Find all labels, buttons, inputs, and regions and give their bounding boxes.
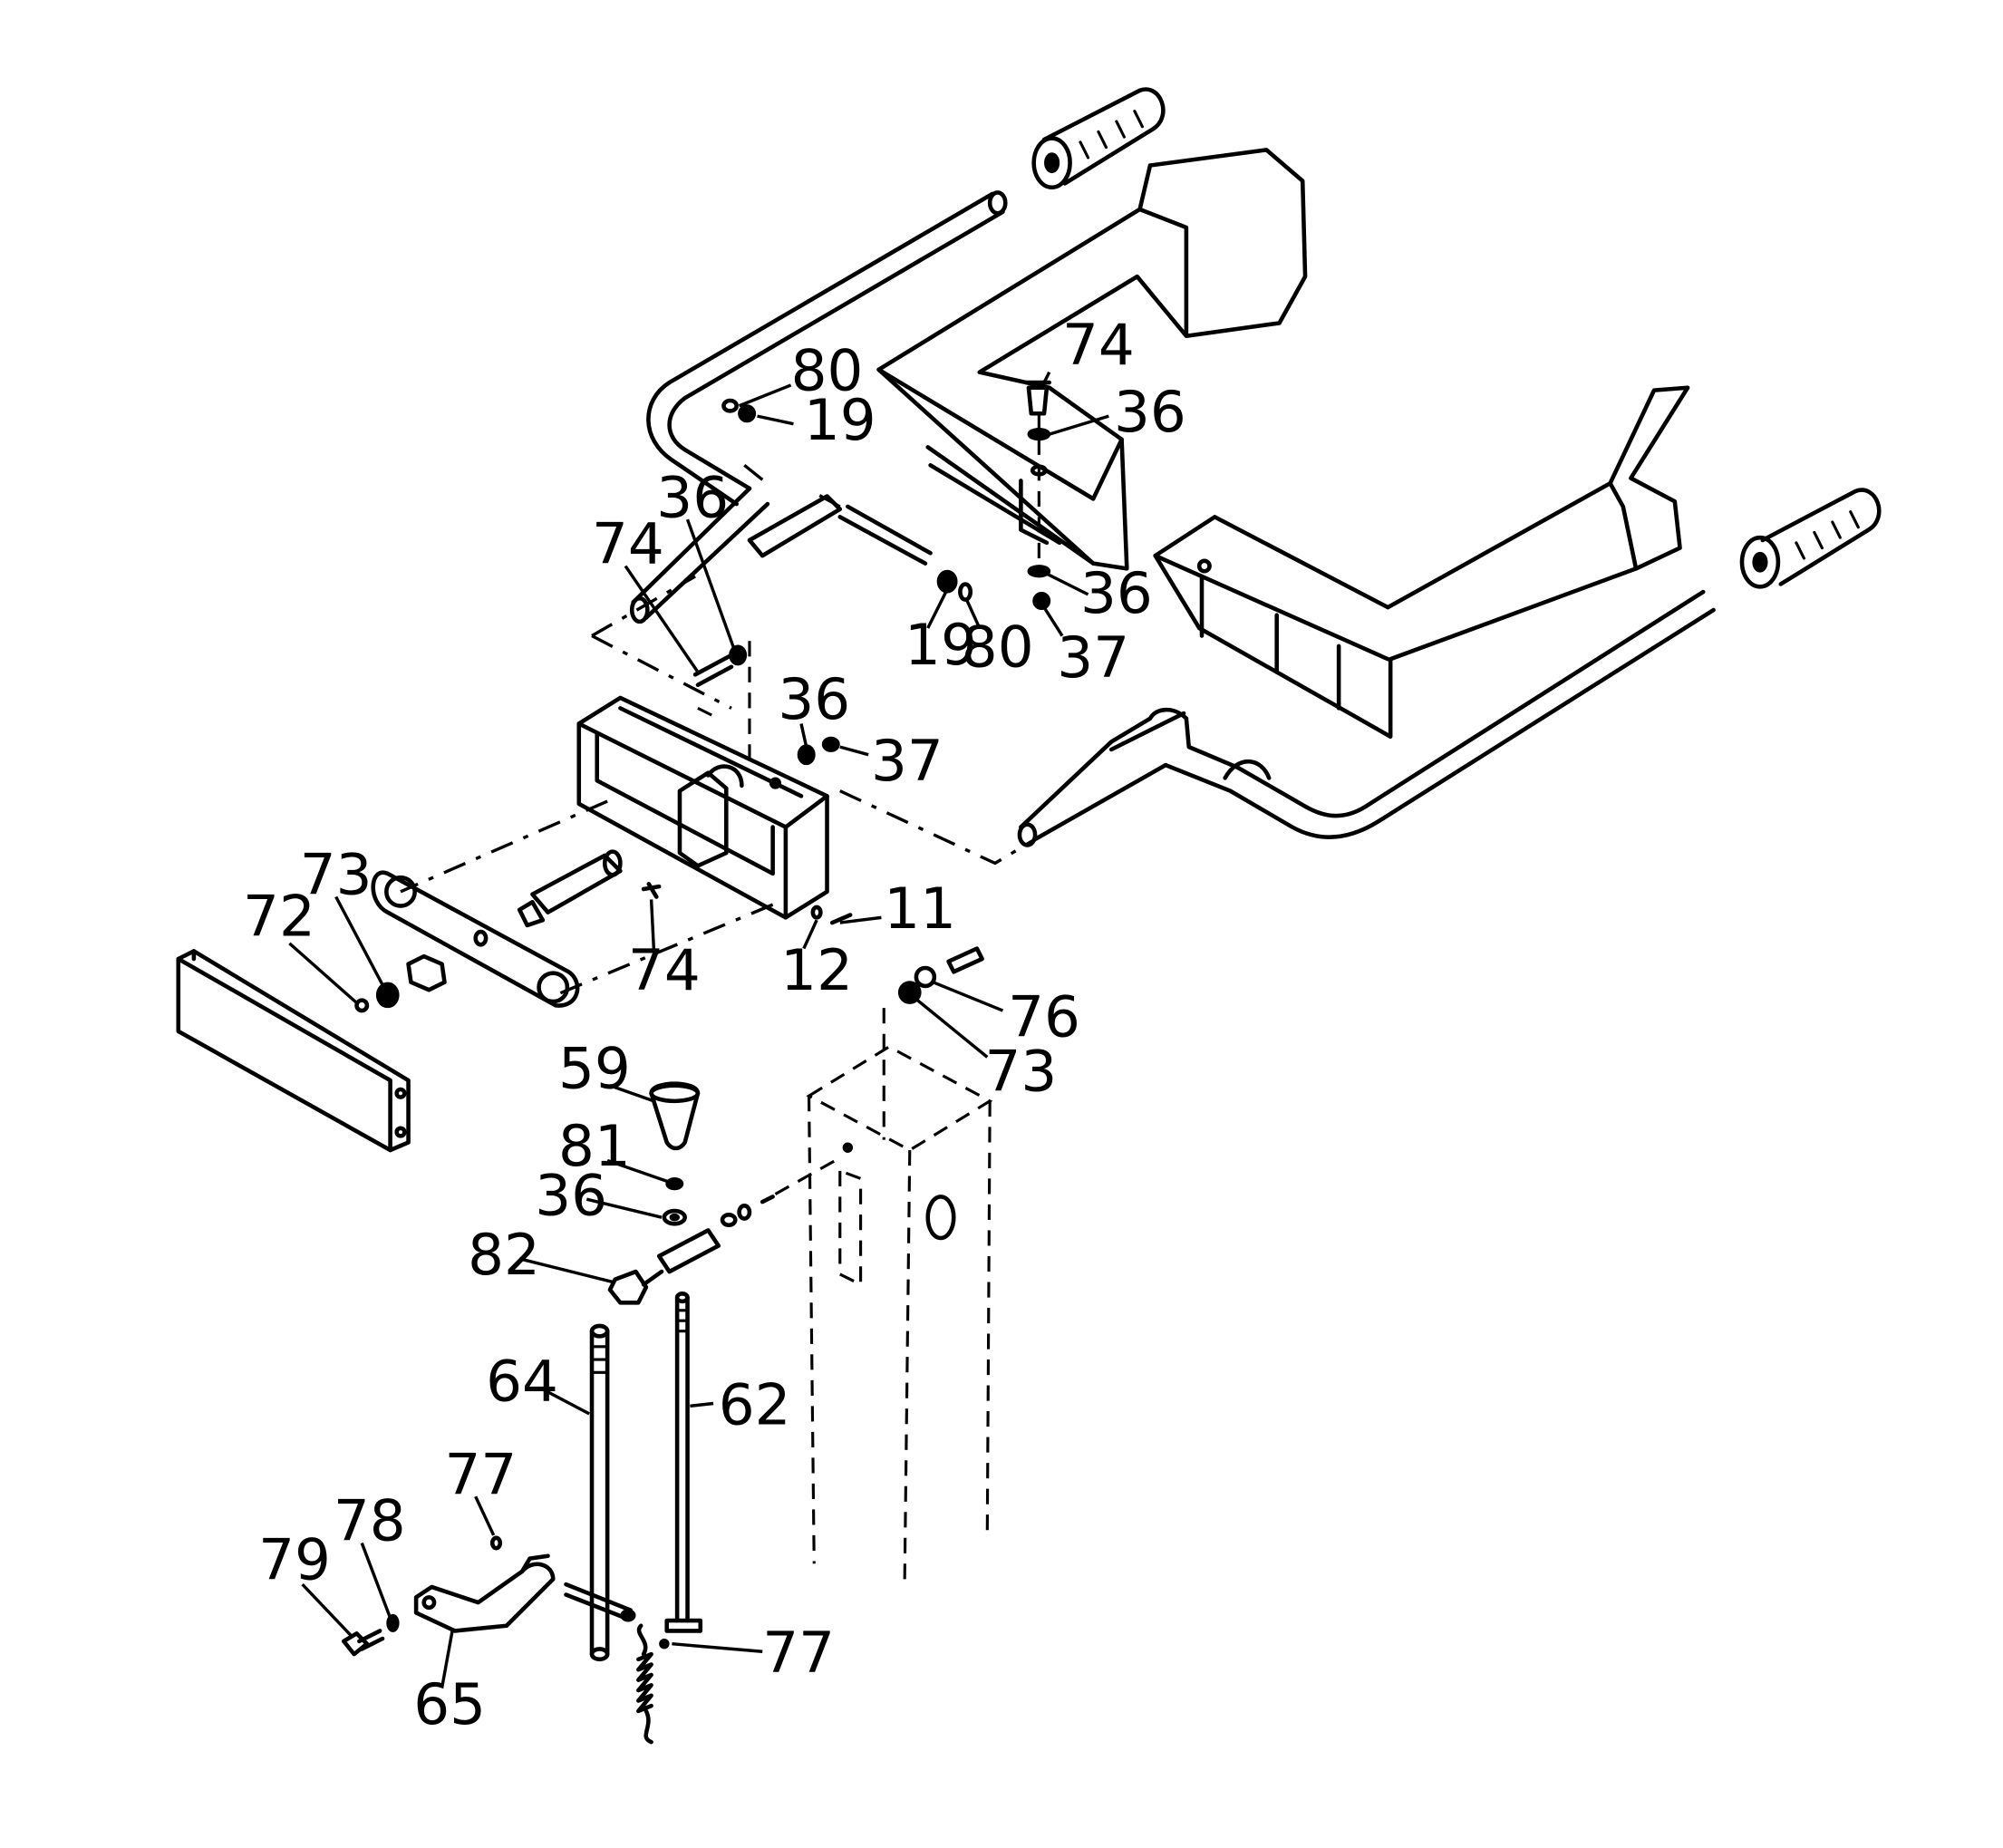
callout-82: 82 xyxy=(468,1222,540,1288)
callout-37-box: 37 xyxy=(871,728,943,794)
callout-36-shaft: 36 xyxy=(535,1162,607,1228)
callout-73-left: 73 xyxy=(300,842,373,908)
callout-65: 65 xyxy=(413,1671,486,1737)
grip-right xyxy=(1739,488,1882,589)
callout-77-lower: 77 xyxy=(762,1620,835,1686)
fasteners-36-37 xyxy=(797,736,840,766)
callout-76: 76 xyxy=(1008,984,1080,1050)
lever-65 xyxy=(413,1535,556,1633)
callout-79: 79 xyxy=(258,1526,331,1592)
bolt-76-73 xyxy=(897,946,984,1004)
handle-bracket-lower xyxy=(1153,385,1690,740)
callout-64: 64 xyxy=(486,1349,558,1415)
knob-cone xyxy=(649,1081,701,1151)
callout-78: 78 xyxy=(334,1488,406,1554)
rod-62 xyxy=(659,1292,703,1650)
bolt-79-washer-78 xyxy=(341,1613,400,1657)
handle-tube-upper xyxy=(629,190,1008,624)
grip-left xyxy=(1031,87,1166,190)
shaft-82-assembly xyxy=(607,1156,841,1305)
nut-washer-cap xyxy=(354,882,662,1013)
callout-74-left: 74 xyxy=(592,511,664,577)
fasteners-11-12 xyxy=(810,905,853,925)
fasteners-19-80-lower xyxy=(936,569,973,602)
handle-bracket-upper xyxy=(876,148,1308,571)
callout-19-upper: 19 xyxy=(804,387,876,453)
callout-74-pin: 74 xyxy=(628,937,701,1003)
callout-36-upper: 36 xyxy=(1114,379,1186,445)
pivot-pin xyxy=(517,849,623,928)
cover-plate xyxy=(176,949,411,1153)
assembly-lines xyxy=(400,463,1035,997)
callout-74-upper: 74 xyxy=(1062,312,1135,378)
handle-tube-lower xyxy=(1017,589,1716,847)
bolt-74-upper xyxy=(1023,380,1052,611)
callout-73-right: 73 xyxy=(984,1038,1057,1104)
callout-59: 59 xyxy=(558,1036,631,1102)
callout-11: 11 xyxy=(884,876,956,942)
rod-64 xyxy=(564,1323,636,1662)
callout-77-upper: 77 xyxy=(444,1441,517,1507)
callout-12: 12 xyxy=(780,937,853,1003)
callout-36-box: 36 xyxy=(778,666,850,732)
callout-19-lower: 19 xyxy=(905,612,977,678)
column-post xyxy=(806,1008,993,1587)
washers-81-36 xyxy=(662,1176,687,1226)
callout-labels: 80 19 74 36 74 36 19 80 36 37 36 37 11 1… xyxy=(243,312,1186,1737)
callout-36-right: 36 xyxy=(1080,560,1153,626)
callout-62: 62 xyxy=(719,1371,791,1437)
leader-lines xyxy=(288,371,1109,1688)
bolt-74-36-mid xyxy=(692,641,751,763)
housing-box xyxy=(576,695,829,920)
callout-36-left: 36 xyxy=(656,464,729,530)
callout-37-right: 37 xyxy=(1057,624,1129,691)
fasteners-80-19-upper xyxy=(721,398,757,423)
callout-81: 81 xyxy=(558,1113,631,1179)
callout-80-upper: 80 xyxy=(791,338,864,404)
link-plate xyxy=(371,870,580,1008)
spring xyxy=(636,1623,653,1745)
callout-72: 72 xyxy=(243,883,315,949)
callout-80-lower: 80 xyxy=(962,614,1034,681)
